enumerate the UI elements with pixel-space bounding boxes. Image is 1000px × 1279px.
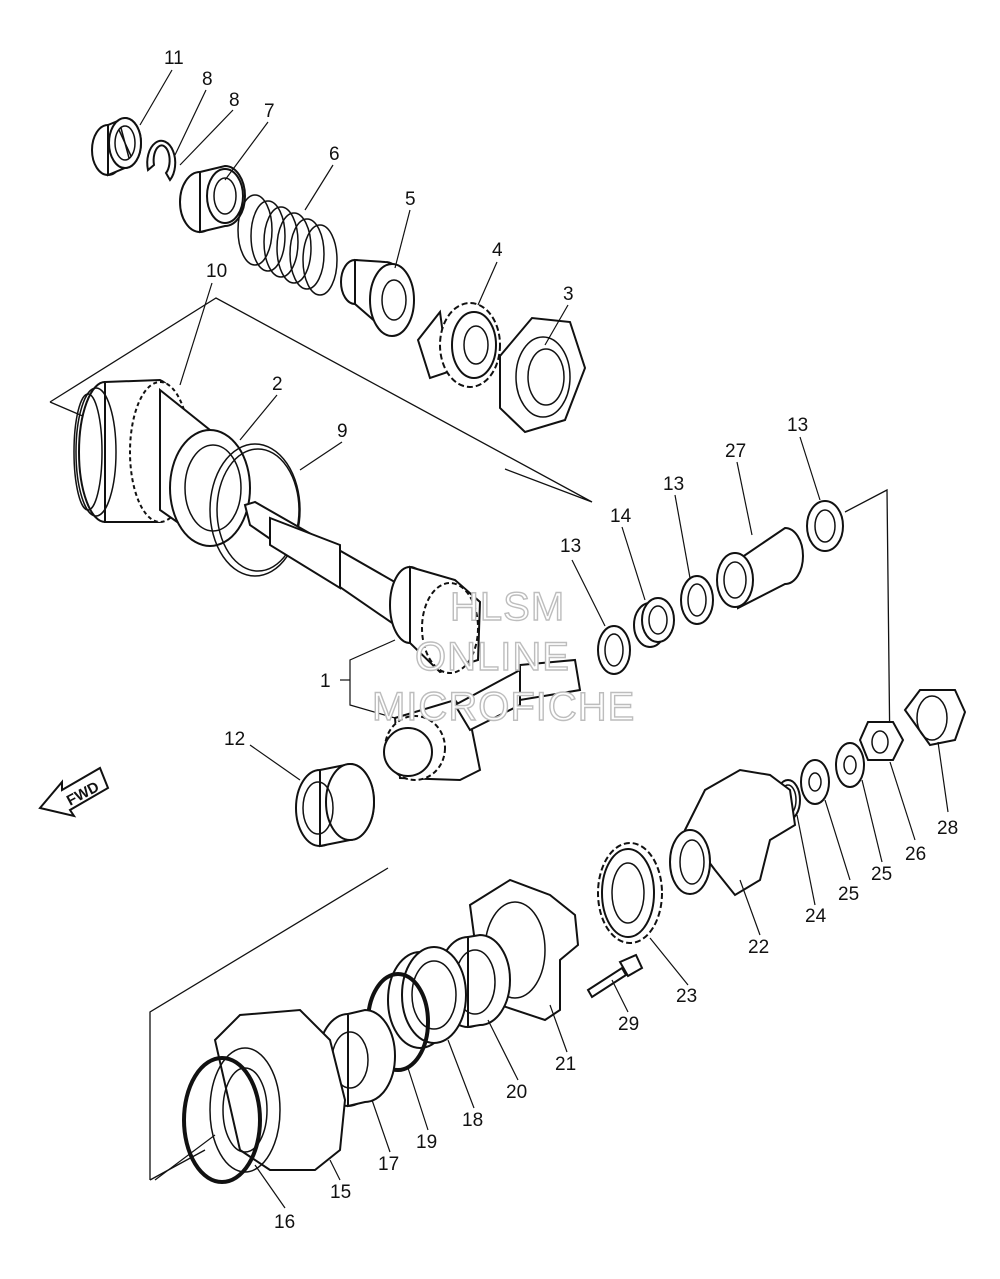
callout-5: 5 <box>405 189 416 210</box>
part-1-drive-shaft-assembly <box>243 500 582 782</box>
watermark-line-3: MICROFICHE <box>372 685 635 729</box>
part-26-nut <box>858 721 905 761</box>
callout-8b: 8 <box>229 90 240 111</box>
callout-24: 24 <box>805 906 827 927</box>
callout-19: 19 <box>416 1132 437 1153</box>
callout-29: 29 <box>618 1014 639 1035</box>
callout-15: 15 <box>330 1182 351 1203</box>
part-3-hex-nut <box>499 316 587 434</box>
part-12-needle-bearing <box>295 762 375 848</box>
assembly-frame-right <box>844 488 891 761</box>
forward-direction-arrow: FWD <box>38 766 110 818</box>
callout-12: 12 <box>224 729 245 750</box>
callout-25a: 25 <box>871 864 892 885</box>
callout-28: 28 <box>937 818 958 839</box>
part-23-gear <box>597 842 663 944</box>
callout-13b: 13 <box>663 474 684 495</box>
part-29-bolt <box>586 953 644 999</box>
part-15-housing <box>209 1008 347 1173</box>
part-2-ball-bearing <box>159 387 251 547</box>
part-5-shift-sleeve <box>340 258 415 337</box>
leader-lines <box>139 69 949 1209</box>
assembly-frame-lower <box>149 867 389 1180</box>
part-7-collar <box>179 164 246 234</box>
callout-21: 21 <box>555 1054 576 1075</box>
callout-1: 1 <box>320 671 331 692</box>
callout-13c: 13 <box>787 415 808 436</box>
part-25-washer-b <box>800 759 830 805</box>
part-4-pinion-gear <box>416 302 501 388</box>
assembly-frame-lower-bottom <box>149 1149 206 1181</box>
callout-18: 18 <box>462 1110 483 1131</box>
callout-7: 7 <box>264 101 275 122</box>
part-14-spacer <box>633 597 675 648</box>
callout-10: 10 <box>206 261 227 282</box>
callout-23: 23 <box>676 986 697 1007</box>
callout-17: 17 <box>378 1154 399 1175</box>
watermark: HLSM ONLINE MICROFICHE <box>371 584 635 729</box>
part-25-washer-a <box>835 742 865 788</box>
part-13-washer-b <box>680 575 714 625</box>
callout-26: 26 <box>905 844 926 865</box>
watermark-line-1: HLSM <box>450 585 565 629</box>
callout-25b: 25 <box>838 884 859 905</box>
part-22-yoke <box>669 768 797 897</box>
part-16-o-ring <box>182 1056 262 1184</box>
callout-numbers: 11 8 8 7 6 5 4 3 10 2 9 13 14 13 27 13 1… <box>164 48 958 1233</box>
callout-8a: 8 <box>202 69 213 90</box>
watermark-line-2: ONLINE <box>415 635 570 679</box>
part-9-shim <box>209 443 301 577</box>
part-13-washer-a <box>597 625 631 675</box>
callout-27: 27 <box>725 441 746 462</box>
part-13-washer-c <box>806 500 844 552</box>
callout-20: 20 <box>506 1082 527 1103</box>
callout-22: 22 <box>748 937 769 958</box>
assembly-frame-upper <box>49 297 593 503</box>
callout-4: 4 <box>492 240 503 261</box>
callout-14: 14 <box>610 506 632 527</box>
callout-11: 11 <box>164 48 184 69</box>
callout-9: 9 <box>337 421 348 442</box>
callout-3: 3 <box>563 284 574 305</box>
callout-6: 6 <box>329 144 340 165</box>
callout-2: 2 <box>272 374 283 395</box>
part-28-cap <box>903 689 967 747</box>
callout-13a: 13 <box>560 536 581 557</box>
part-8-circlip <box>146 139 177 182</box>
part-6-compression-spring <box>237 194 338 296</box>
part-11-needle-bearing <box>91 116 142 177</box>
callout-16: 16 <box>274 1212 295 1233</box>
part-27-collar <box>716 526 804 610</box>
